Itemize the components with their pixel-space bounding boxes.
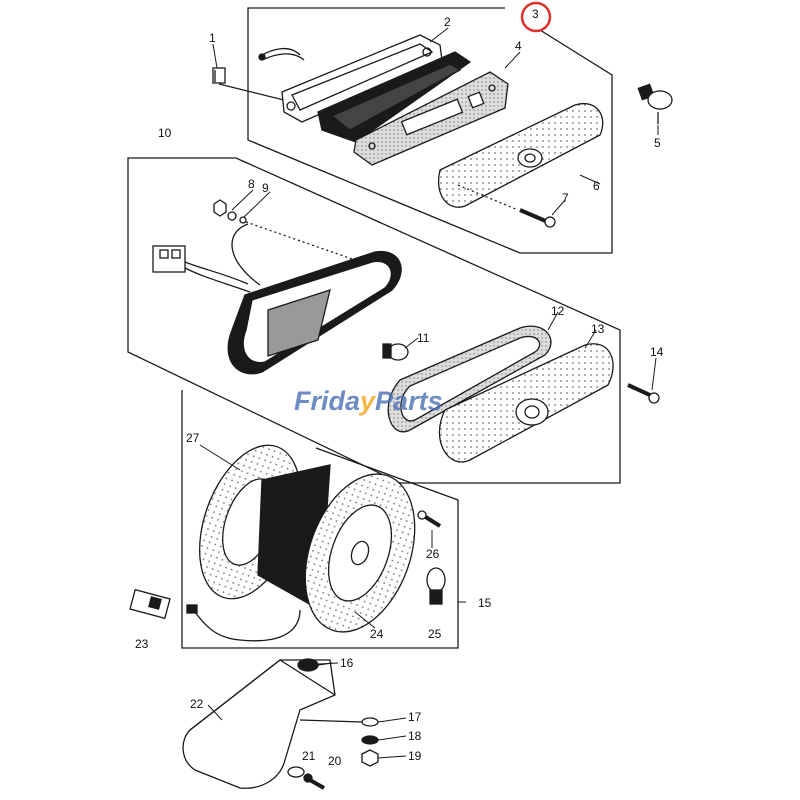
watermark-left: Frida <box>294 386 360 416</box>
highlight-circle <box>520 1 552 33</box>
parts-17-18-19-fasteners <box>299 717 379 767</box>
callout-4: 4 <box>515 39 522 53</box>
callout-24: 24 <box>370 627 384 641</box>
group-15-frame <box>181 390 459 649</box>
callout-labels: 1 2 3 4 5 6 7 8 9 10 11 12 13 14 15 16 1… <box>135 7 664 768</box>
callout-10: 10 <box>158 126 172 140</box>
wire-harness <box>152 223 261 293</box>
callout-5: 5 <box>654 136 661 150</box>
callout-21: 21 <box>302 749 316 763</box>
part-22-bracket <box>182 658 336 789</box>
part-11-bulb <box>382 343 409 361</box>
callout-18: 18 <box>408 729 422 743</box>
watermark-right: Parts <box>375 386 443 416</box>
part-8-9-nut-washer <box>213 199 356 261</box>
callout-19: 19 <box>408 749 422 763</box>
leader-lines <box>199 27 659 759</box>
callout-20: 20 <box>328 754 342 768</box>
part-4-gasket <box>317 51 509 166</box>
callout-25: 25 <box>428 627 442 641</box>
callout-11: 11 <box>417 331 430 345</box>
part-10-housing <box>227 250 402 375</box>
callout-22: 22 <box>190 697 204 711</box>
part-26-screw <box>417 510 442 528</box>
callout-2: 2 <box>444 15 451 29</box>
part-24-lamp-body <box>186 464 416 642</box>
watermark-mid: y <box>358 386 377 416</box>
callout-9: 9 <box>262 181 269 195</box>
part-23-connector <box>129 588 171 620</box>
part-5-bulb <box>637 83 673 124</box>
callout-7: 7 <box>562 191 569 205</box>
part-6-lens <box>438 102 604 208</box>
callout-26: 26 <box>426 547 440 561</box>
callout-6: 6 <box>593 179 600 193</box>
group-10-frame <box>127 157 621 484</box>
part-2-housing <box>258 34 443 123</box>
callout-3: 3 <box>532 7 539 21</box>
part-14-screw <box>627 383 660 404</box>
callout-8: 8 <box>248 177 255 191</box>
group-3-frame <box>247 7 613 254</box>
part-12-gasket <box>387 325 552 433</box>
callout-15: 15 <box>478 596 492 610</box>
part-13-lens <box>438 343 614 463</box>
parts-20-21-bolt-washer <box>287 766 325 790</box>
callout-27: 27 <box>186 431 200 445</box>
callout-14: 14 <box>650 345 664 359</box>
callout-12: 12 <box>551 304 565 318</box>
callout-13: 13 <box>591 322 605 336</box>
callout-17: 17 <box>408 710 422 724</box>
callout-16: 16 <box>340 656 354 670</box>
watermark: FridayParts <box>294 386 443 416</box>
part-25-bulb <box>426 567 446 605</box>
callout-23: 23 <box>135 637 149 651</box>
callout-1: 1 <box>209 31 216 45</box>
part-7-screw <box>457 184 556 228</box>
